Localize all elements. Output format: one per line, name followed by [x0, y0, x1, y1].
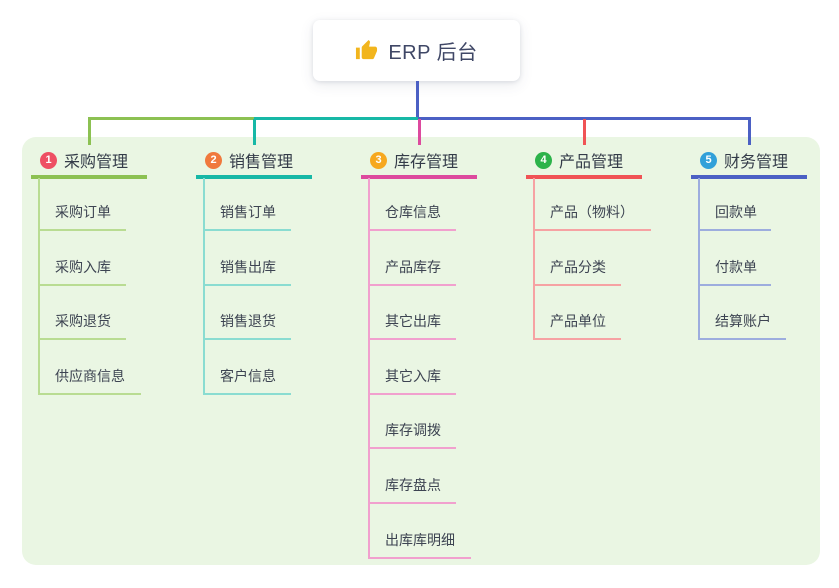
branch-title-label: 销售管理 [229, 154, 294, 171]
child-node[interactable]: 仓库信息 [385, 204, 441, 220]
child-node[interactable]: 回款单 [715, 204, 757, 220]
branch-underline-5 [691, 175, 807, 179]
branch-underline-1 [31, 175, 147, 179]
child-node[interactable]: 采购退货 [55, 313, 111, 329]
branches-background-panel [22, 137, 820, 565]
branch-node-2[interactable]: 2 销售管理 [196, 147, 312, 173]
connector-branch-drop-4 [582, 119, 586, 145]
child-node[interactable]: 客户信息 [220, 368, 276, 384]
connector-branch-drop-2 [252, 119, 256, 145]
connector-branch-drop-3 [417, 119, 421, 145]
child-node[interactable]: 销售订单 [220, 204, 276, 220]
branch-spine-2 [203, 178, 205, 395]
child-node[interactable]: 供应商信息 [55, 368, 125, 384]
connector-bus-segment-2 [254, 117, 421, 120]
child-underline [38, 229, 126, 231]
branch-node-4[interactable]: 4 产品管理 [526, 147, 642, 173]
branch-number-badge: 3 [370, 151, 387, 169]
branch-number-badge: 2 [205, 151, 222, 169]
child-underline [368, 447, 456, 449]
child-node[interactable]: 库存调拨 [385, 422, 441, 438]
child-underline [368, 393, 456, 395]
child-node[interactable]: 付款单 [715, 259, 757, 275]
connector-root-line [416, 81, 419, 120]
connector-branch-drop-5 [747, 119, 751, 145]
child-underline [533, 229, 651, 231]
child-underline [38, 393, 141, 395]
child-node[interactable]: 其它出库 [385, 313, 441, 329]
child-node[interactable]: 结算账户 [715, 313, 771, 329]
child-underline [203, 229, 291, 231]
child-underline [698, 338, 786, 340]
branch-node-5[interactable]: 5 财务管理 [691, 147, 807, 173]
branch-title-label: 采购管理 [64, 154, 129, 171]
connector-bus-segment-3 [417, 117, 751, 120]
child-node[interactable]: 产品分类 [550, 259, 606, 275]
branch-node-1[interactable]: 1 采购管理 [31, 147, 147, 173]
child-underline [533, 284, 621, 286]
connector-branch-drop-1 [87, 119, 91, 145]
child-underline [698, 229, 771, 231]
branch-spine-5 [698, 178, 700, 341]
connector-bus-segment-1 [87, 117, 254, 120]
child-node[interactable]: 产品单位 [550, 313, 606, 329]
branch-number-badge: 5 [700, 151, 717, 169]
child-underline [38, 284, 126, 286]
child-node[interactable]: 库存盘点 [385, 477, 441, 493]
branch-spine-1 [38, 178, 40, 395]
child-underline [368, 229, 456, 231]
branch-title-label: 产品管理 [559, 154, 624, 171]
branch-underline-4 [526, 175, 642, 179]
child-node[interactable]: 产品（物料） [550, 204, 634, 220]
child-underline [203, 284, 291, 286]
child-underline [698, 284, 771, 286]
child-node[interactable]: 销售退货 [220, 313, 276, 329]
child-node[interactable]: 其它入库 [385, 368, 441, 384]
branch-underline-3 [361, 175, 477, 179]
child-underline [203, 393, 291, 395]
child-node[interactable]: 出库库明细 [385, 532, 455, 548]
thumbs-up-icon [355, 39, 378, 62]
branch-underline-2 [196, 175, 312, 179]
child-underline [533, 338, 621, 340]
child-underline [368, 284, 456, 286]
branch-number-badge: 4 [535, 151, 552, 169]
child-node[interactable]: 采购订单 [55, 204, 111, 220]
child-underline [368, 502, 456, 504]
child-underline [368, 557, 471, 559]
child-node[interactable]: 销售出库 [220, 259, 276, 275]
root-node[interactable]: ERP 后台 [313, 20, 520, 81]
branch-number-badge: 1 [40, 151, 57, 169]
child-underline [203, 338, 291, 340]
branch-spine-3 [368, 178, 370, 559]
branch-title-label: 库存管理 [394, 154, 459, 171]
child-node[interactable]: 产品库存 [385, 259, 441, 275]
child-underline [368, 338, 456, 340]
root-node-title: ERP 后台 [388, 42, 478, 64]
child-underline [38, 338, 126, 340]
branch-spine-4 [533, 178, 535, 341]
branch-node-3[interactable]: 3 库存管理 [361, 147, 477, 173]
child-node[interactable]: 采购入库 [55, 259, 111, 275]
branch-title-label: 财务管理 [724, 154, 789, 171]
